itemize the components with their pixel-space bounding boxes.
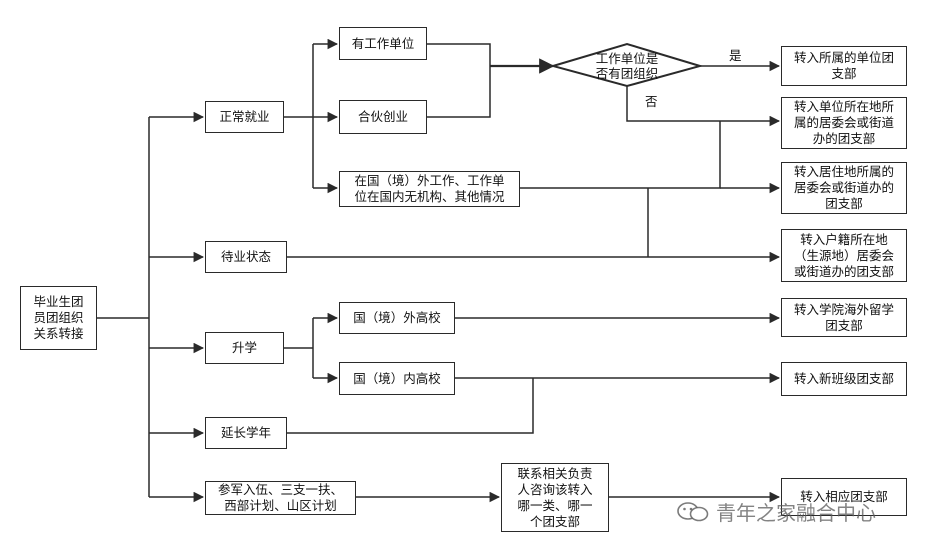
watermark-text: 青年之家融合中心	[716, 501, 876, 525]
node-to-unit-community: 转入单位所在地所 属的居委会或街道 办的团支部	[781, 97, 907, 149]
decision-diamond	[549, 42, 704, 88]
node-partnership: 合伙创业	[339, 100, 427, 134]
edge-label-no: 否	[645, 94, 658, 109]
node-employment: 正常就业	[205, 101, 284, 133]
node-overseas-school: 国（境）外高校	[339, 302, 455, 334]
node-abroad-work: 在国（境）外工作、工作单 位在国内无机构、其他情况	[339, 171, 520, 207]
node-to-residence: 转入居住地所属的 居委会或街道办的 团支部	[781, 162, 907, 214]
edge-abroad-up	[520, 121, 721, 189]
edge-decision-no	[626, 86, 781, 127]
node-to-household: 转入户籍所在地 （生源地）居委会 或街道办的团支部	[781, 229, 907, 282]
node-domestic-school: 国（境）内高校	[339, 362, 455, 395]
node-further-study: 升学	[205, 332, 284, 364]
watermark: 青年之家融合中心	[676, 497, 876, 526]
decision-text: 工作单位是 否有团组织	[595, 51, 659, 81]
node-extended: 延长学年	[205, 417, 287, 449]
node-to-receiving: 转入相应团支部	[781, 478, 907, 516]
node-contact: 联系相关负责 人咨询该转入 哪一类、哪一 个团支部	[501, 463, 609, 532]
node-root: 毕业生团 员团组织 关系转接	[20, 286, 97, 350]
node-work-unit: 有工作单位	[339, 27, 427, 60]
wechat-icon	[676, 501, 710, 523]
node-to-new-class: 转入新班级团支部	[781, 362, 907, 396]
edge-extended-join	[287, 378, 534, 434]
node-to-overseas-branch: 转入学院海外留学 团支部	[781, 298, 907, 337]
edge-label-yes: 是	[729, 48, 742, 63]
node-unemployed: 待业状态	[205, 241, 287, 273]
node-military: 参军入伍、三支一扶、 西部计划、山区计划	[205, 481, 356, 515]
node-to-unit: 转入所属的单位团 支部	[781, 46, 907, 86]
edge-merge-bracket	[427, 43, 491, 118]
